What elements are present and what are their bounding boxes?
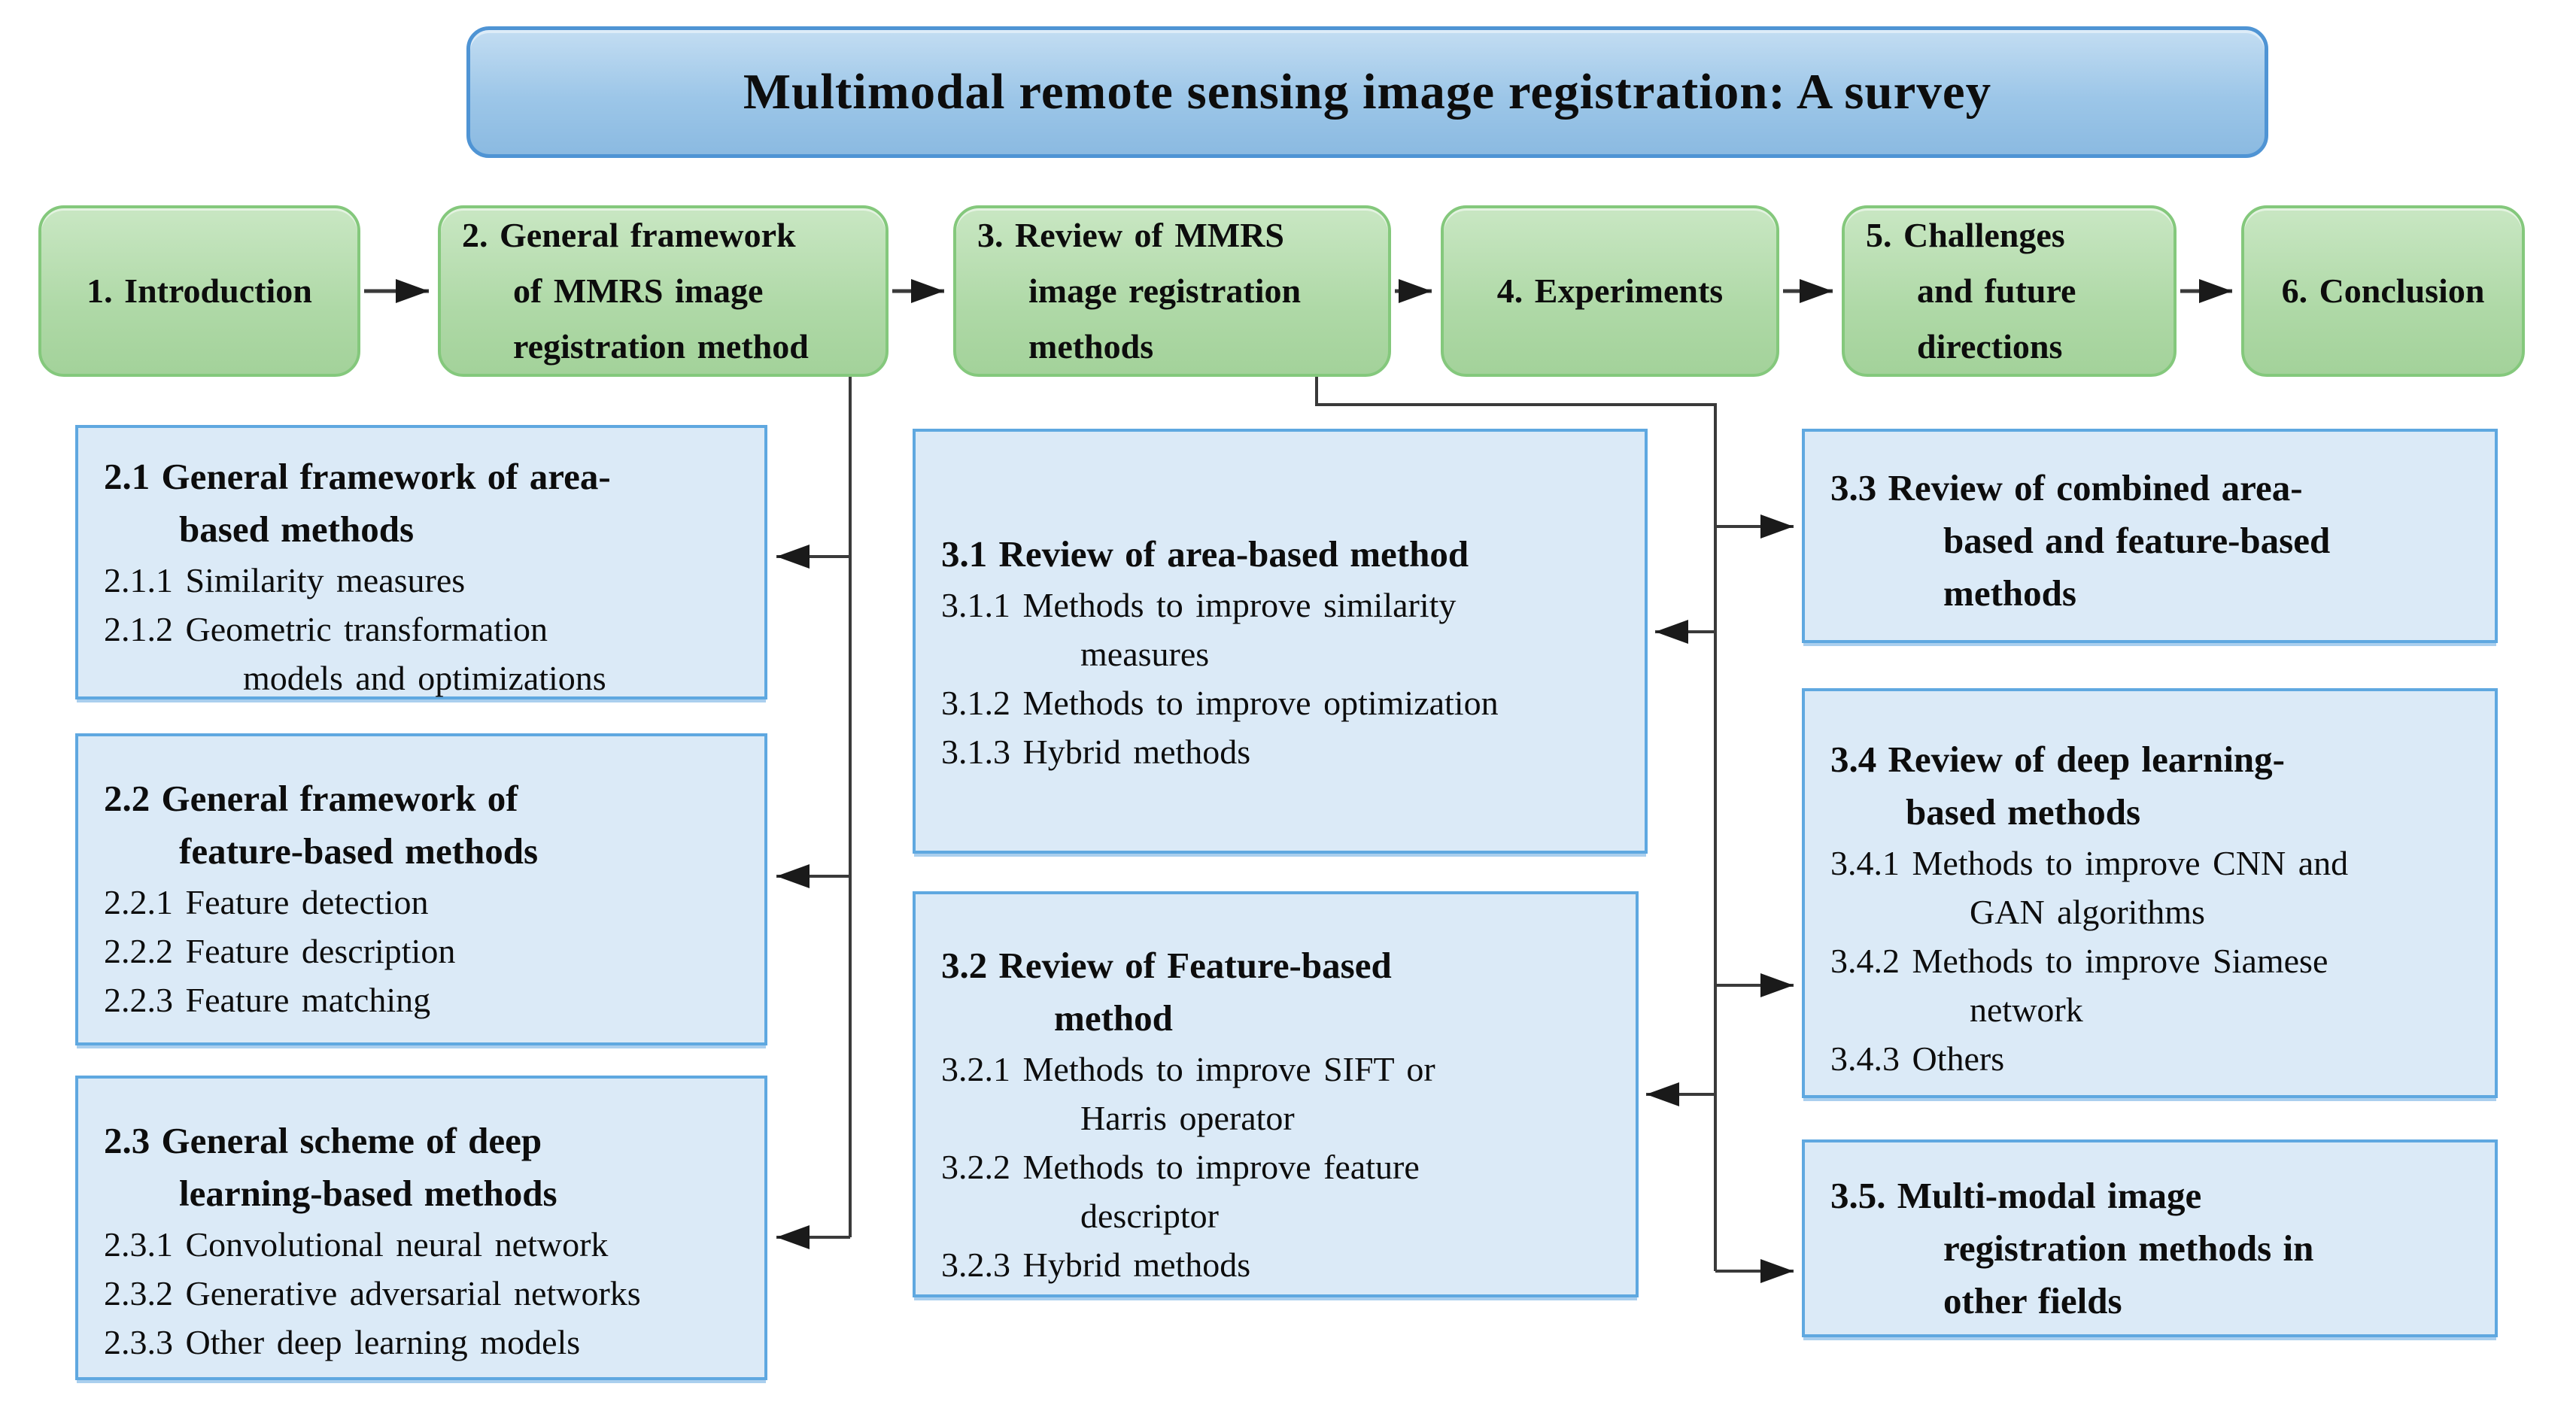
section-item: 3.1.3 Hybrid methods [941,733,1251,771]
section-item: 2.3.2 Generative adversarial networks [104,1274,641,1312]
section-box-3-4: 3.4 Review of deep learning- based metho… [1802,688,2498,1098]
section-item: 3.4.3 Others [1830,1039,2005,1078]
section-box-2-2: 2.2 General framework of feature-based m… [75,733,767,1045]
flow-node-label: directions [1917,327,2063,366]
section-box-2-3: 2.3 General scheme of deep learning-base… [75,1076,767,1380]
section-heading: other fields [1943,1280,2122,1321]
section-heading: 3.2 Review of Feature-based [941,945,1392,986]
flow-node-challenges: 5. Challenges and future directions [1842,205,2177,377]
flow-node-label: 6. Conclusion [2281,272,2485,310]
section-box-3-3: 3.3 Review of combined area- based and f… [1802,429,2498,643]
section-item: 3.1.1 Methods to improve similarity [941,586,1457,624]
flow-node-label: 1. Introduction [87,272,312,310]
flow-node-review-methods: 3. Review of MMRS image registration met… [953,205,1391,377]
flow-node-introduction: 1. Introduction [38,205,360,377]
section-heading: based methods [179,508,415,550]
section-item: measures [1080,635,1210,673]
section-box-3-2: 3.2 Review of Feature-based method 3.2.1… [913,891,1639,1297]
flow-node-label: registration method [513,327,809,366]
section-item: 3.2.3 Hybrid methods [941,1246,1251,1284]
section-item: 2.2.1 Feature detection [104,883,429,921]
section-heading: 3.3 Review of combined area- [1830,467,2303,508]
flow-node-conclusion: 6. Conclusion [2241,205,2525,377]
section-box-3-1: 3.1 Review of area-based method 3.1.1 Me… [913,429,1648,854]
diagram-title: Multimodal remote sensing image registra… [466,26,2268,158]
flow-node-general-framework: 2. General framework of MMRS image regis… [438,205,889,377]
section-item: 3.4.1 Methods to improve CNN and [1830,844,2349,882]
section-item: 3.2.2 Methods to improve feature [941,1148,1420,1186]
section-heading: learning-based methods [179,1173,557,1214]
section-heading: 3.4 Review of deep learning- [1830,739,2285,780]
section-heading: feature-based methods [179,830,539,872]
section-item: descriptor [1080,1197,1219,1235]
flow-node-label: image registration [1028,272,1302,310]
section-heading: registration methods in [1943,1227,2314,1269]
flow-node-label: methods [1028,327,1154,366]
section-item: Harris operator [1080,1099,1295,1137]
section-item: models and optimizations [243,659,606,697]
flow-node-label: 5. Challenges [1866,216,2065,254]
section-box-2-1: 2.1 General framework of area- based met… [75,425,767,699]
flow-node-experiments: 4. Experiments [1441,205,1779,377]
flow-node-label: 3. Review of MMRS [977,216,1285,254]
flow-node-label: and future [1917,272,2076,310]
section-item: 2.2.3 Feature matching [104,981,431,1019]
section-item: 3.2.1 Methods to improve SIFT or [941,1050,1435,1088]
section-item: 2.2.2 Feature description [104,932,456,970]
section-heading: based and feature-based [1943,520,2331,561]
flow-node-label: 2. General framework [462,216,796,254]
flow-node-label: 4. Experiments [1496,272,1724,310]
section-item: network [1970,991,2083,1029]
section-box-3-5: 3.5. Multi-modal image registration meth… [1802,1139,2498,1337]
trunk-right [1315,377,1717,1271]
section-item: GAN algorithms [1970,893,2205,931]
section-item: 2.1.1 Similarity measures [104,561,466,599]
section-heading: based methods [1906,791,2141,833]
section-item: 3.1.2 Methods to improve optimization [941,684,1499,722]
section-heading: 2.2 General framework of [104,778,518,819]
section-heading: 3.1 Review of area-based method [941,533,1469,575]
section-item: 3.4.2 Methods to improve Siamese [1830,942,2328,980]
section-heading: methods [1943,572,2076,614]
section-item: 2.3.1 Convolutional neural network [104,1225,609,1264]
section-item: 2.1.2 Geometric transformation [104,610,548,648]
section-item: 2.3.3 Other deep learning models [104,1323,581,1361]
section-heading: 3.5. Multi-modal image [1830,1175,2202,1216]
section-heading: 2.3 General scheme of deep [104,1120,542,1161]
flow-node-label: of MMRS image [513,272,764,310]
section-heading: 2.1 General framework of area- [104,456,611,497]
section-heading: method [1054,997,1173,1039]
